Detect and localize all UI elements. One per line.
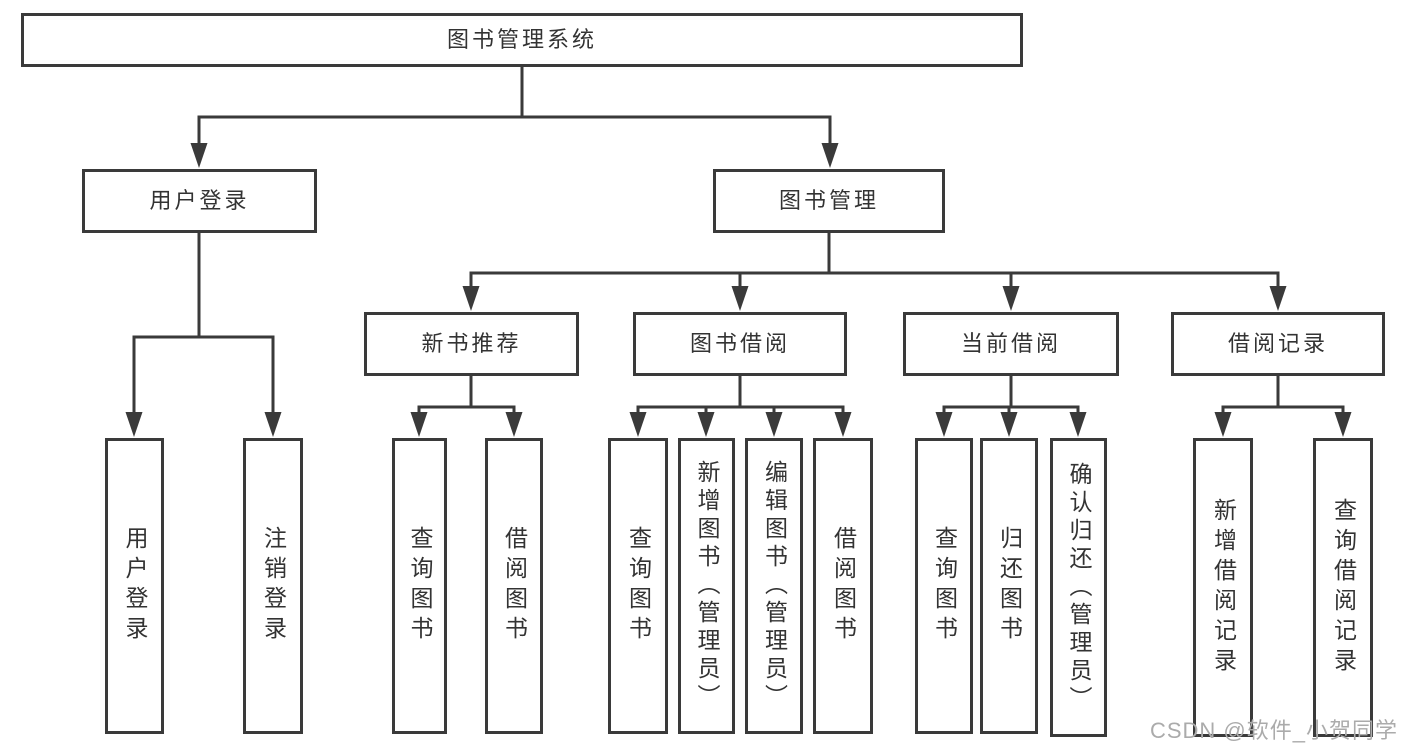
leaf-user-login-label: 用户登录: [122, 526, 148, 646]
node-book-borrow-label: 图书借阅: [689, 331, 790, 356]
node-current-borrow-label: 当前借阅: [960, 331, 1061, 356]
node-book-management: 图书管理: [713, 169, 945, 233]
node-book-management-label: 图书管理: [778, 188, 879, 213]
leaf-add-borrow-record: 新增借阅记录: [1193, 438, 1253, 737]
leaf-borrow-books: 借阅图书: [813, 438, 873, 734]
node-user-login-label: 用户登录: [149, 188, 250, 213]
node-new-book-recommend: 新书推荐: [364, 312, 579, 376]
leaf-add-borrow-record-label: 新增借阅记录: [1210, 497, 1237, 678]
node-book-borrow: 图书借阅: [633, 312, 847, 376]
leaf-query-books-recommend: 查询图书: [392, 438, 447, 734]
csdn-watermark: CSDN @软件_小贺同学: [1149, 718, 1398, 743]
leaf-user-login: 用户登录: [105, 438, 164, 734]
leaf-confirm-return-admin-label: 确认归还（管理员）: [1066, 461, 1092, 714]
leaf-query-books-recommend-label: 查询图书: [407, 526, 433, 646]
leaf-borrow-books-recommend: 借阅图书: [485, 438, 543, 734]
leaf-query-books-borrow: 查询图书: [608, 438, 668, 734]
leaf-logout-label: 注销登录: [260, 526, 287, 646]
leaf-borrow-books-label: 借阅图书: [830, 526, 857, 646]
leaf-add-books-admin-label: 新增图书（管理员）: [694, 460, 720, 712]
leaf-logout: 注销登录: [243, 438, 303, 734]
node-user-login: 用户登录: [82, 169, 317, 233]
leaf-add-books-admin: 新增图书（管理员）: [678, 438, 735, 734]
leaf-edit-books-admin: 编辑图书（管理员）: [745, 438, 803, 734]
leaf-edit-books-admin-label: 编辑图书（管理员）: [761, 460, 788, 712]
leaf-query-books-borrow-label: 查询图书: [625, 526, 652, 646]
leaf-borrow-books-recommend-label: 借阅图书: [501, 526, 528, 646]
node-borrow-records-label: 借阅记录: [1227, 331, 1328, 356]
leaf-return-books: 归还图书: [980, 438, 1038, 734]
leaf-confirm-return-admin: 确认归还（管理员）: [1050, 438, 1107, 737]
leaf-query-borrow-record: 查询借阅记录: [1313, 438, 1373, 737]
node-borrow-records: 借阅记录: [1171, 312, 1385, 376]
node-current-borrow: 当前借阅: [903, 312, 1119, 376]
leaf-query-borrow-record-label: 查询借阅记录: [1330, 497, 1357, 678]
leaf-return-books-label: 归还图书: [996, 526, 1023, 646]
node-new-book-recommend-label: 新书推荐: [421, 331, 522, 356]
leaf-query-books-current: 查询图书: [915, 438, 973, 734]
leaf-query-books-current-label: 查询图书: [931, 526, 958, 646]
node-root: 图书管理系统: [21, 13, 1023, 67]
node-root-label: 图书管理系统: [446, 27, 597, 52]
